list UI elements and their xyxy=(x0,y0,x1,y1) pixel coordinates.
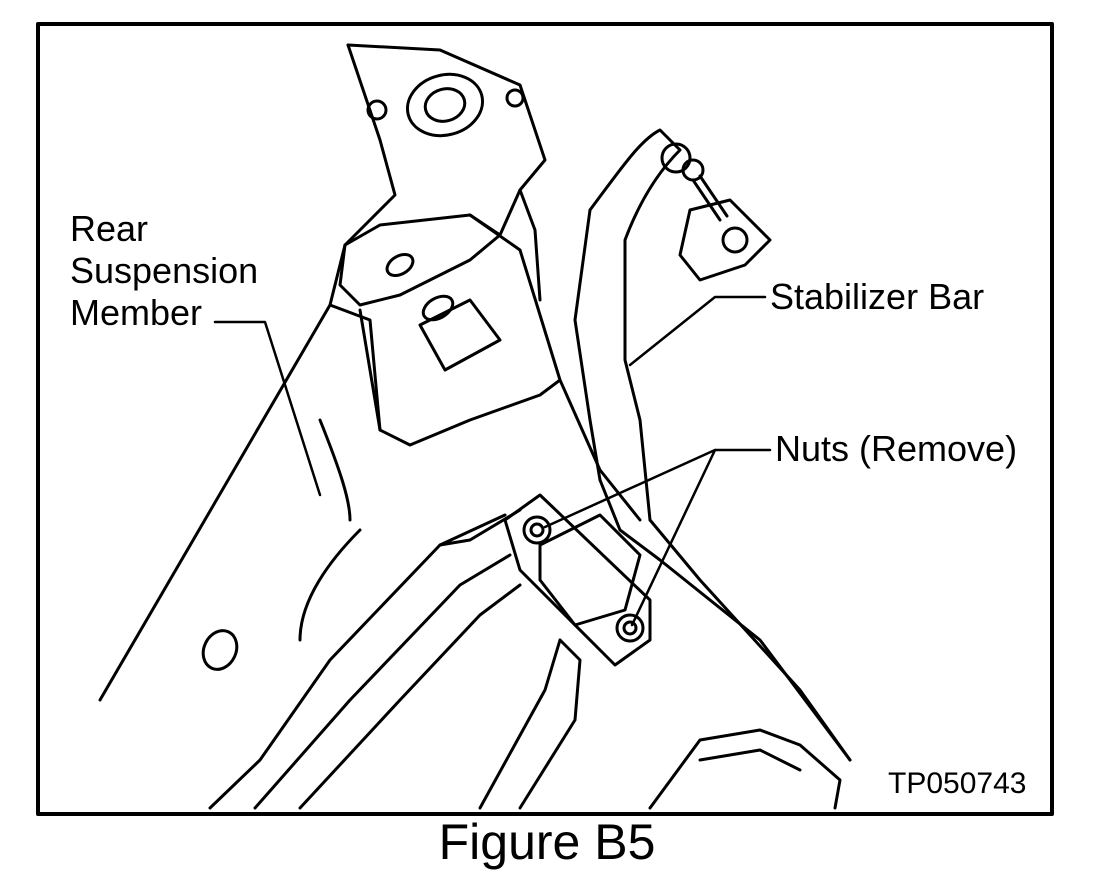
nuts-label: Nuts (Remove) xyxy=(775,428,1018,469)
stabilizer-bar-drawing xyxy=(573,128,852,762)
member-label-line-2: Suspension xyxy=(70,250,259,291)
rear-suspension-member-label: Rear Suspension Member xyxy=(70,208,258,334)
stabilizer-bar-label: Stabilizer Bar xyxy=(770,276,985,317)
figure-caption: Figure B5 xyxy=(438,814,656,870)
figure-frame xyxy=(36,22,1054,816)
figure-code-label: TP050743 xyxy=(888,767,1027,800)
member-label-line-3: Member xyxy=(70,292,203,333)
leader-lines xyxy=(213,295,772,627)
bushing-clamp-drawing xyxy=(503,493,652,667)
member-label-line-1: Rear xyxy=(70,208,149,249)
rear-suspension-member-drawing xyxy=(98,43,642,810)
lower-components-drawing xyxy=(478,638,842,810)
